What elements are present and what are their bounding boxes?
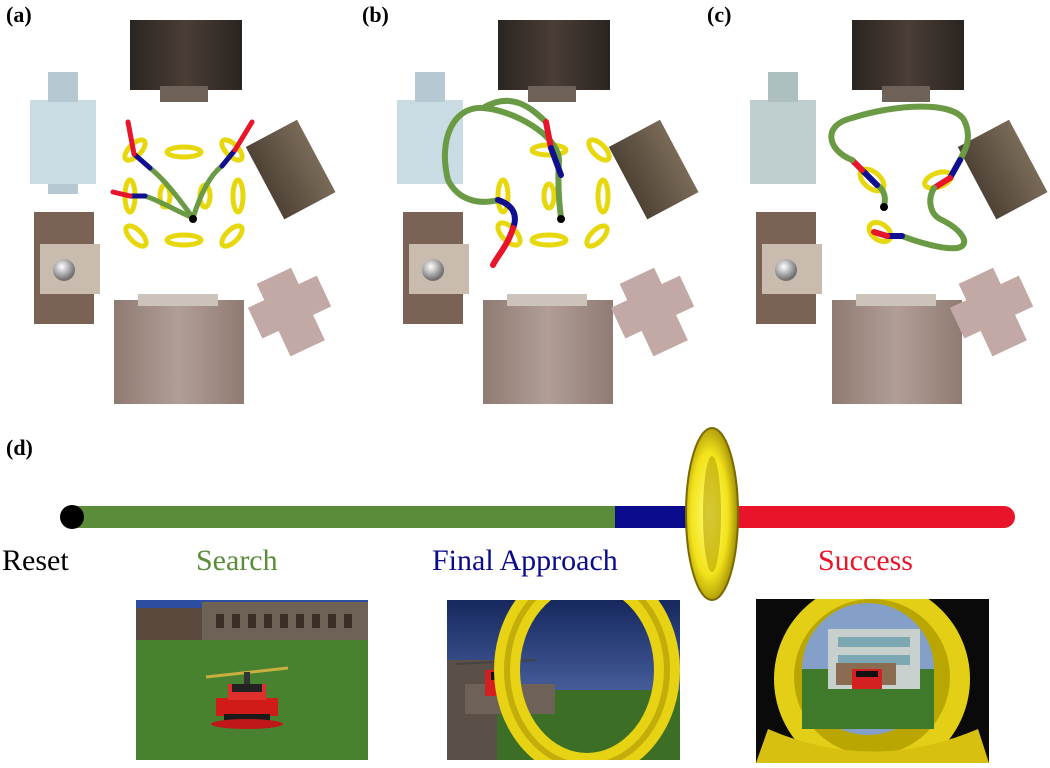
scene-c — [750, 20, 1048, 404]
scene-b — [397, 20, 699, 404]
panel-label-d: (d) — [6, 435, 33, 460]
final-approach-view-thumbnail — [447, 600, 680, 760]
building-south — [483, 294, 613, 404]
building-north — [498, 20, 610, 102]
panel-label-b: (b) — [362, 2, 389, 27]
start-point-c — [880, 203, 888, 211]
building-north — [130, 20, 242, 102]
rings-a — [122, 137, 246, 249]
building-south — [114, 294, 244, 404]
panel-label-c: (c) — [707, 2, 732, 27]
building-southeast-cross — [610, 267, 695, 357]
building-east-angled — [608, 119, 699, 220]
start-point-b — [557, 215, 565, 223]
building-southeast-cross — [949, 267, 1034, 357]
building-west-brick — [34, 212, 100, 324]
phase-label-final-approach: Final Approach — [432, 544, 618, 577]
panel-label-a: (a) — [6, 2, 32, 27]
trajectories-a — [110, 119, 255, 221]
trajectories-b — [441, 97, 564, 268]
building-west-brick — [403, 212, 469, 324]
building-west-tower — [30, 72, 96, 194]
scene-a — [30, 20, 336, 404]
phase-label-reset: Reset — [2, 544, 69, 577]
search-view-thumbnail — [136, 600, 368, 760]
phase-label-success: Success — [818, 544, 913, 577]
top-down-scenes — [30, 20, 1048, 404]
building-west-brick — [756, 212, 822, 324]
building-west-tower — [750, 72, 816, 184]
building-north — [852, 20, 964, 102]
trajectories-c — [828, 103, 971, 252]
building-southeast-cross — [247, 267, 332, 357]
building-west-tower — [397, 72, 463, 184]
building-east-angled — [245, 119, 336, 220]
ring-gate-icon — [685, 427, 739, 601]
success-view-thumbnail — [756, 599, 989, 763]
building-south — [832, 294, 962, 404]
start-point-a — [189, 215, 197, 223]
reset-point — [60, 505, 84, 529]
building-east-angled — [957, 119, 1048, 220]
phase-label-search: Search — [196, 544, 278, 577]
